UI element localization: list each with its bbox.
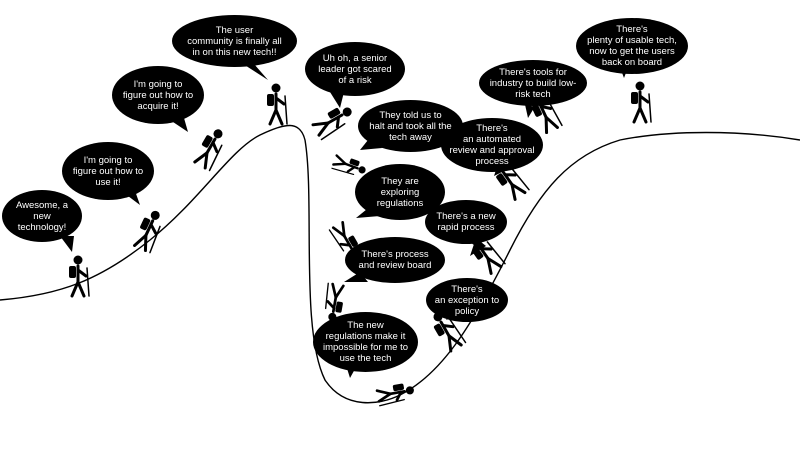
fallen-hiker-icon (375, 383, 414, 407)
falling-hiker-icon (324, 282, 345, 321)
bubble-text-4: The user community is finally all in on … (187, 24, 282, 58)
bubble-text-11: There's a new rapid process (436, 211, 496, 233)
hiker-icon (133, 210, 161, 254)
bubble-text-7: They are exploring regulations (376, 175, 424, 209)
bubble-text-3: I'm going to figure out how to acquire i… (122, 78, 194, 112)
bubble-text-1: Awesome, a new technology! (15, 199, 69, 233)
speech-bubble-acquire-it: I'm going to figure out how to acquire i… (112, 66, 204, 124)
speech-bubble-impossible: The new regulations make it impossible f… (313, 312, 418, 372)
terrain-curve (0, 124, 800, 404)
bubble-text-10: There's an exception to policy (434, 283, 500, 317)
speech-bubble-exception: There's an exception to policy (426, 278, 508, 322)
hiker-icon (433, 312, 467, 353)
bubble-text-6: They told us to halt and took all the te… (369, 109, 452, 143)
hiker-icon (69, 255, 90, 298)
speech-bubble-awesome: Awesome, a new technology! (2, 190, 82, 242)
speech-bubble-review-board: There's process and review board (345, 237, 445, 283)
bubble-text-5: Uh oh, a senior leader got scared of a r… (318, 52, 392, 86)
falling-hiker-icon (331, 154, 366, 176)
speech-bubble-uh-oh: Uh oh, a senior leader got scared of a r… (305, 42, 405, 96)
hiker-icon (193, 129, 223, 172)
bubble-text-13: There's tools for industry to build low-… (489, 66, 577, 100)
hiker-icon (267, 83, 288, 126)
speech-bubble-automated-review: There's an automated review and approval… (441, 118, 543, 172)
speech-bubble-use-it: I'm going to figure out how to use it! (62, 142, 154, 200)
bubble-text-14: There's plenty of usable tech, now to ge… (587, 24, 677, 68)
hiker-icon (631, 81, 652, 124)
bubble-text-8: There's process and review board (358, 249, 432, 271)
falling-hiker-icon (311, 107, 352, 141)
bubble-text-12: There's an automated review and approval… (449, 123, 535, 167)
bubble-text-9: The new regulations make it impossible f… (322, 320, 408, 364)
speech-bubble-all-in: The user community is finally all in on … (172, 15, 297, 67)
speech-bubble-plenty-usable-tech: There's plenty of usable tech, now to ge… (576, 18, 688, 74)
speech-bubble-tools-for-industry: There's tools for industry to build low-… (479, 60, 587, 106)
speech-bubble-rapid-process: There's a new rapid process (425, 200, 507, 244)
bubble-text-2: I'm going to figure out how to use it! (72, 154, 144, 188)
